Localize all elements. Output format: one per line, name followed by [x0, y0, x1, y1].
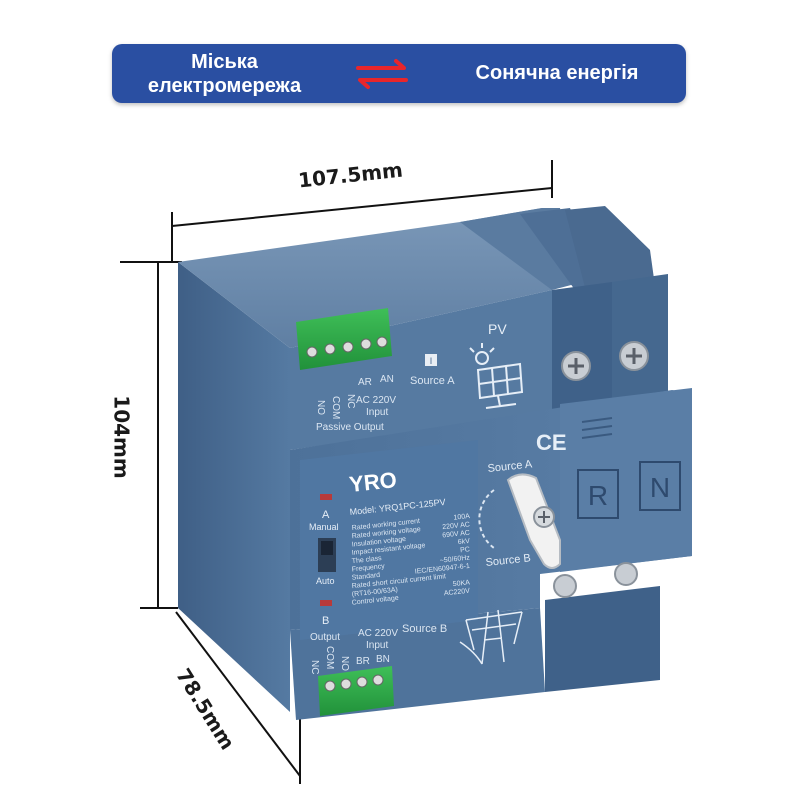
bottom-out-text: Output: [310, 632, 340, 643]
top-out-no: NO: [315, 400, 326, 415]
top-green-terminal-block: [296, 308, 392, 370]
spec-value: ~50/60Hz: [439, 554, 470, 564]
spec-label: Standard: [351, 572, 380, 582]
source-banner: Міська електромережа Сонячна енергія: [112, 44, 686, 103]
bottom-in-br: BR: [356, 656, 370, 667]
source-b-label: Source B: [402, 623, 447, 635]
spec-label: Control voltage: [351, 595, 399, 607]
spec-value: AC220V: [444, 588, 471, 598]
spec-value: 220V AC: [442, 521, 470, 531]
bottom-in-voltage: AC 220V: [358, 628, 398, 639]
rotation-arc: [478, 489, 495, 549]
bidirectional-arrows-icon: [356, 59, 408, 89]
top-in-an: AN: [380, 374, 394, 385]
vent-slots: [581, 417, 613, 439]
spec-value: 100A: [453, 513, 470, 522]
device-top: [178, 208, 552, 348]
terminal-n-box: [639, 461, 681, 511]
spec-label: The class: [351, 555, 382, 565]
bottom-out-nc: NC: [309, 660, 320, 674]
mode-auto-label: Auto: [316, 576, 335, 586]
top-in-ar: AR: [358, 377, 372, 388]
top-out-com: COM: [330, 396, 341, 419]
top-out-text: Passive Output: [316, 422, 384, 433]
device-left-side: [178, 262, 290, 712]
source-a-indicator: [425, 354, 437, 366]
led-a-label: A: [322, 509, 330, 521]
power-tower-icon: [459, 609, 523, 665]
spec-label: Frequency: [351, 563, 385, 573]
city-grid-label: Міська електромережа: [112, 50, 337, 98]
bottom-out-no: NO: [339, 656, 350, 671]
solar-panel-icon: [469, 343, 524, 409]
bottom-screw-2: [614, 562, 638, 586]
bottom-green-terminal-block: [318, 666, 394, 716]
terminal-r-box: [577, 469, 619, 519]
pv-label: PV: [488, 321, 507, 337]
switch-source-b-label: Source B: [485, 552, 531, 569]
brand-logo: YRO: [348, 467, 398, 497]
device-upper-front: [290, 290, 552, 450]
spec-value: PC: [460, 546, 470, 554]
label-plate: [300, 440, 478, 640]
city-grid-label-line2: електромережа: [147, 75, 302, 97]
dimension-lines: [120, 160, 553, 784]
terminal-n-label: N: [650, 472, 670, 503]
switch-source-a-label: Source A: [487, 458, 533, 475]
solar-energy-label: Сонячна енергія: [475, 62, 639, 84]
rotary-handle: [506, 473, 561, 569]
led-b: [320, 600, 332, 606]
top-in-voltage: AC 220V: [356, 395, 396, 406]
top-out-nc: NC: [345, 394, 356, 408]
spec-value: 6kV: [457, 538, 470, 546]
svg-text:I: I: [430, 356, 433, 366]
spec-value: 50KA: [452, 579, 470, 588]
top-in-text: Input: [366, 407, 388, 418]
bottom-screw-1: [553, 574, 577, 598]
spec-label: (RT16-00/63A): [351, 587, 398, 599]
led-b-label: B: [322, 615, 329, 627]
bottom-in-bn: BN: [376, 654, 390, 665]
led-a: [320, 494, 332, 500]
ce-mark: CE: [536, 430, 567, 455]
terminal-r-label: R: [588, 480, 608, 511]
spec-value: 690V AC: [442, 530, 470, 540]
bottom-out-com: COM: [324, 646, 335, 669]
top-terminal-screws: [552, 274, 668, 412]
city-grid-label-line1: Міська: [191, 51, 258, 73]
mode-manual-label: Manual: [309, 522, 339, 532]
bottom-in-text: Input: [366, 640, 388, 651]
source-a-label: Source A: [410, 375, 455, 387]
